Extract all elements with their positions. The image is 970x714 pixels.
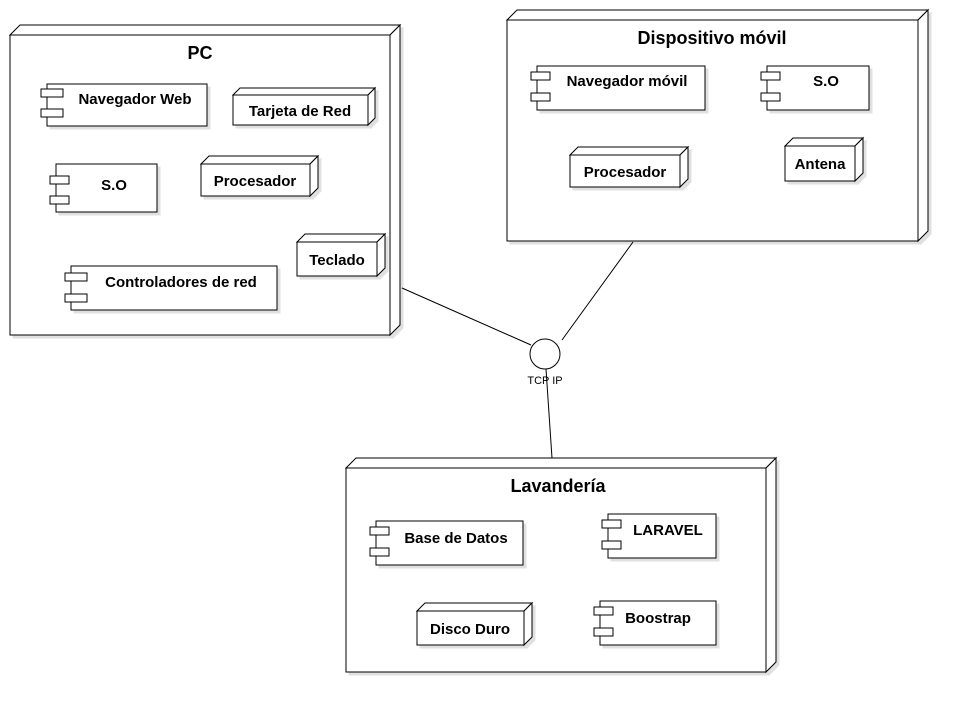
device-teclado: Teclado	[295, 232, 387, 278]
component-base-datos: Base de Datos	[369, 520, 524, 566]
movil-link	[561, 241, 634, 341]
interface-label: TCP IP	[527, 375, 562, 387]
tcp-ip-interface: TCP IP	[527, 338, 563, 387]
device-label: Procesador	[214, 173, 297, 190]
pc-link	[401, 287, 532, 346]
node-lavanderia: Lavandería Base de Datos LARAVEL Disco D…	[344, 456, 778, 674]
device-label: Disco Duro	[430, 621, 510, 638]
component-label: LARAVEL	[633, 522, 703, 539]
lavanderia-link	[545, 368, 553, 459]
device-label: Teclado	[309, 252, 365, 269]
component-label: Navegador móvil	[567, 73, 688, 90]
component-laravel: LARAVEL	[601, 513, 717, 559]
component-so: S.O	[49, 163, 158, 213]
component-icon	[530, 71, 551, 81]
device-procesador: Procesador	[199, 154, 320, 198]
node-title: Dispositivo móvil	[637, 28, 786, 48]
component-icon	[369, 526, 390, 536]
component-icon	[760, 71, 781, 81]
device-label: Antena	[795, 156, 846, 173]
device-antena: Antena	[783, 136, 865, 183]
component-icon	[593, 606, 614, 616]
component-label: Controladores de red	[105, 274, 257, 291]
device-disco-duro: Disco Duro	[415, 601, 534, 647]
component-label: Boostrap	[625, 610, 691, 627]
node-title: Lavandería	[510, 476, 606, 496]
component-icon	[49, 175, 70, 185]
component-navegador-web: Navegador Web	[40, 83, 208, 127]
connections	[401, 241, 634, 459]
component-label: S.O	[101, 177, 127, 194]
device-tarjeta-red: Tarjeta de Red	[231, 86, 377, 127]
node-dispositivo-movil: Dispositivo móvil Navegador móvil S.O Pr…	[505, 8, 930, 243]
component-icon	[64, 272, 88, 282]
node-title: PC	[187, 43, 212, 63]
device-label: Tarjeta de Red	[249, 103, 351, 120]
device-label: Procesador	[584, 164, 667, 181]
component-boostrap: Boostrap	[593, 600, 717, 646]
component-so: S.O	[760, 65, 870, 111]
interface-circle	[529, 338, 561, 370]
component-icon	[601, 519, 622, 529]
device-procesador: Procesador	[568, 145, 690, 189]
component-label: S.O	[813, 73, 839, 90]
component-label: Navegador Web	[78, 91, 191, 108]
component-controladores-red: Controladores de red	[64, 265, 278, 311]
node-pc: PC Navegador Web Tarjeta de Red S.O	[8, 23, 402, 337]
component-label: Base de Datos	[404, 530, 507, 547]
component-navegador-movil: Navegador móvil	[530, 65, 706, 111]
component-icon	[40, 88, 64, 98]
